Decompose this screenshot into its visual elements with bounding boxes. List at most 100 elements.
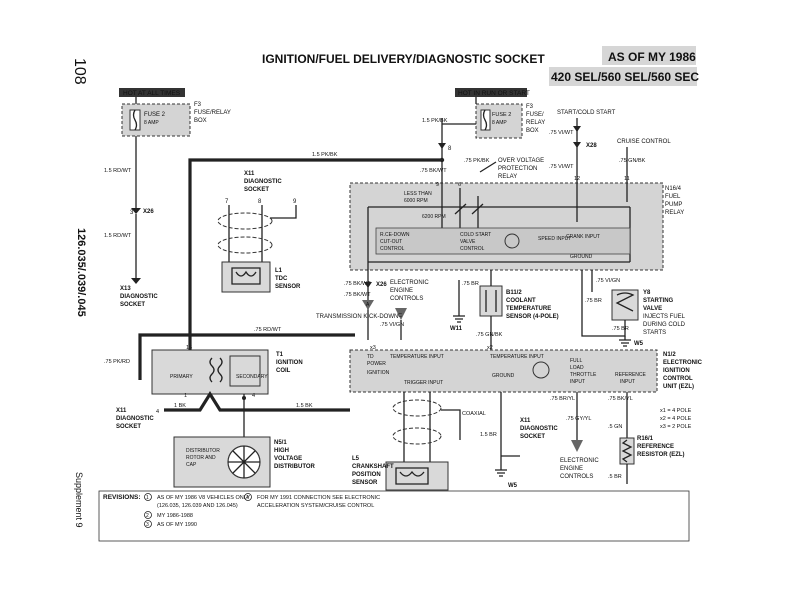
dist-text1: DISTRIBUTOR <box>186 448 220 454</box>
starting-valve-icon <box>615 292 635 312</box>
pin-11: 11 <box>624 176 630 182</box>
relay-inner-frame <box>367 206 631 263</box>
x13-arrow <box>131 278 141 284</box>
x26-arrow <box>364 282 372 288</box>
ezl-reference: REFERENCE <box>615 372 647 378</box>
pin-8-top: 8 <box>448 146 452 152</box>
eec-bottom-arrow <box>571 440 583 452</box>
ovp-label2: PROTECTION <box>498 166 537 172</box>
x13-label2: SOCKET <box>120 302 145 308</box>
ezl-full: FULL <box>570 358 582 364</box>
pin-4-coil: 4 <box>252 393 255 399</box>
wire-label-w20: .75 BK/YL <box>608 396 633 402</box>
fuse-left-label2: BOX <box>194 118 207 124</box>
ovp-pointer <box>479 161 497 173</box>
crank-sensor-icon <box>395 467 429 485</box>
relay-cold-l3: CONTROL <box>460 246 485 252</box>
ovp-label3: RELAY <box>498 174 517 180</box>
dist-text2: ROTOR AND <box>186 455 216 461</box>
tdc-sensor-box <box>221 261 271 293</box>
fuse-left-label1: FUSE/RELAY <box>194 110 231 116</box>
wire-y8 <box>581 270 626 337</box>
wire-label-w9b: .75 VI/GN <box>596 278 620 284</box>
w11-label: W11 <box>450 326 463 332</box>
fuse-left-name: FUSE 2 <box>144 112 166 118</box>
resistor-icon <box>621 439 633 463</box>
x11-low-id: X11 <box>116 408 127 414</box>
coil-secondary: SECONDARY <box>236 374 268 380</box>
wire-label-w2: 1.5 RD/WT <box>104 168 132 174</box>
cruise-label: CRUISE CONTROL <box>617 139 671 145</box>
wire-label-w13: .75 RD/WT <box>254 327 282 333</box>
fuse-left-id: F3 <box>194 102 202 108</box>
wire-label-w23: .75 BR <box>585 298 602 304</box>
ezl-throttle: THROTTLE <box>570 372 597 378</box>
x11-top-id: X11 <box>244 171 255 177</box>
ezl-power: POWER <box>367 361 386 367</box>
r16-label2: RESISTOR (EZL) <box>637 452 685 458</box>
ezl-input: INPUT <box>570 379 585 385</box>
ezl-input2: INPUT <box>620 379 635 385</box>
wire-label-w17: 1.5 BR <box>480 432 497 438</box>
wire-label-w22: .5 BR <box>608 474 622 480</box>
ezl-trigger: TRIGGER INPUT <box>404 380 443 386</box>
ezl-temp-in: TEMPERATURE INPUT <box>390 354 444 360</box>
ezl-load: LOAD <box>570 365 584 371</box>
rev-1-line1: AS OF MY 1986 V8 VEHICLES ONLY <box>157 495 250 501</box>
relay-logic-block <box>375 227 631 255</box>
relay-less: LESS THAN <box>404 191 432 197</box>
trans-kickdown-label: TRANSMISSION KICK-DOWN <box>316 314 398 320</box>
model-codes: 126.035/.039/.045 <box>75 228 87 317</box>
pin-x1: x2 <box>487 345 493 351</box>
ground-w5b-icon <box>495 469 507 477</box>
ground-w11-icon <box>453 315 465 323</box>
crank-shield-2 <box>392 427 442 445</box>
wire-label-w16: 1.5 BK <box>296 403 313 409</box>
ignition-coil-box <box>151 349 269 395</box>
connector-x28b-arrow <box>573 142 581 148</box>
wire-label-w4: 1.5 PK/BK <box>422 118 448 124</box>
pin-6: 6 <box>458 182 461 188</box>
ezl-td: TD <box>367 354 374 360</box>
l5-label1: CRANKSHAFT <box>352 464 394 470</box>
eec-bot-l3: CONTROLS <box>560 474 593 480</box>
connector-x28: X28 <box>586 143 597 149</box>
x11-top-label2: SOCKET <box>244 187 269 193</box>
w5b-label: W5 <box>508 483 518 489</box>
pin-x2: x3 <box>370 345 376 351</box>
b11-id: B11/2 <box>506 290 522 296</box>
rev-4-line1: FOR MY 1991 CONNECTION SEE ELECTRONIC <box>257 495 380 501</box>
rev-2-marker <box>144 511 152 519</box>
badge-bg-2 <box>549 67 697 86</box>
rev-1-line2: (126.035, 126.039 AND 126.045) <box>157 503 238 509</box>
badge-models: 420 SEL/560 SEL/560 SEC <box>551 70 699 84</box>
hot-label-right: HOT IN RUN OR START <box>458 90 530 97</box>
t1-id: T1 <box>276 352 284 358</box>
coolant-sensor-box <box>479 285 503 317</box>
coil-windings-icon <box>209 357 223 383</box>
wire-label-w9: .75 VI/GN <box>380 322 404 328</box>
rev-3-marker <box>144 520 152 528</box>
coaxial-label: COAXIAL <box>462 411 486 417</box>
wire-label-w10: .75 BK/WT <box>344 281 371 287</box>
pin-8-x11: 8 <box>258 199 262 205</box>
eec-bot-l2: ENGINE <box>560 466 583 472</box>
l1-id: L1 <box>275 268 283 274</box>
badge-bg <box>602 46 696 65</box>
wire-label-w8: .75 GN/BK <box>619 158 646 164</box>
wire-label-w18: .75 BR/YL <box>550 396 575 402</box>
tdc-sensor-icon <box>231 267 261 285</box>
wire-label-w1: 1.5 PK/BK <box>312 152 338 158</box>
relay-transistor-icon <box>504 233 520 249</box>
n16-label2: PUMP <box>665 202 682 208</box>
n1-id: N1/2 <box>663 352 676 358</box>
wire-coil-ezl <box>164 390 350 412</box>
pin-12: 12 <box>574 176 580 182</box>
rev-4-num: 4 <box>246 495 249 501</box>
n5-label2: VOLTAGE <box>274 456 302 462</box>
supplement-label: Supplement 9 <box>74 472 84 528</box>
n1-label3: CONTROL <box>663 376 693 382</box>
fuse-right-amp: 8 AMP <box>492 120 507 126</box>
n16-id: N16/4 <box>665 186 682 192</box>
rev-2-num: 2 <box>146 513 149 519</box>
